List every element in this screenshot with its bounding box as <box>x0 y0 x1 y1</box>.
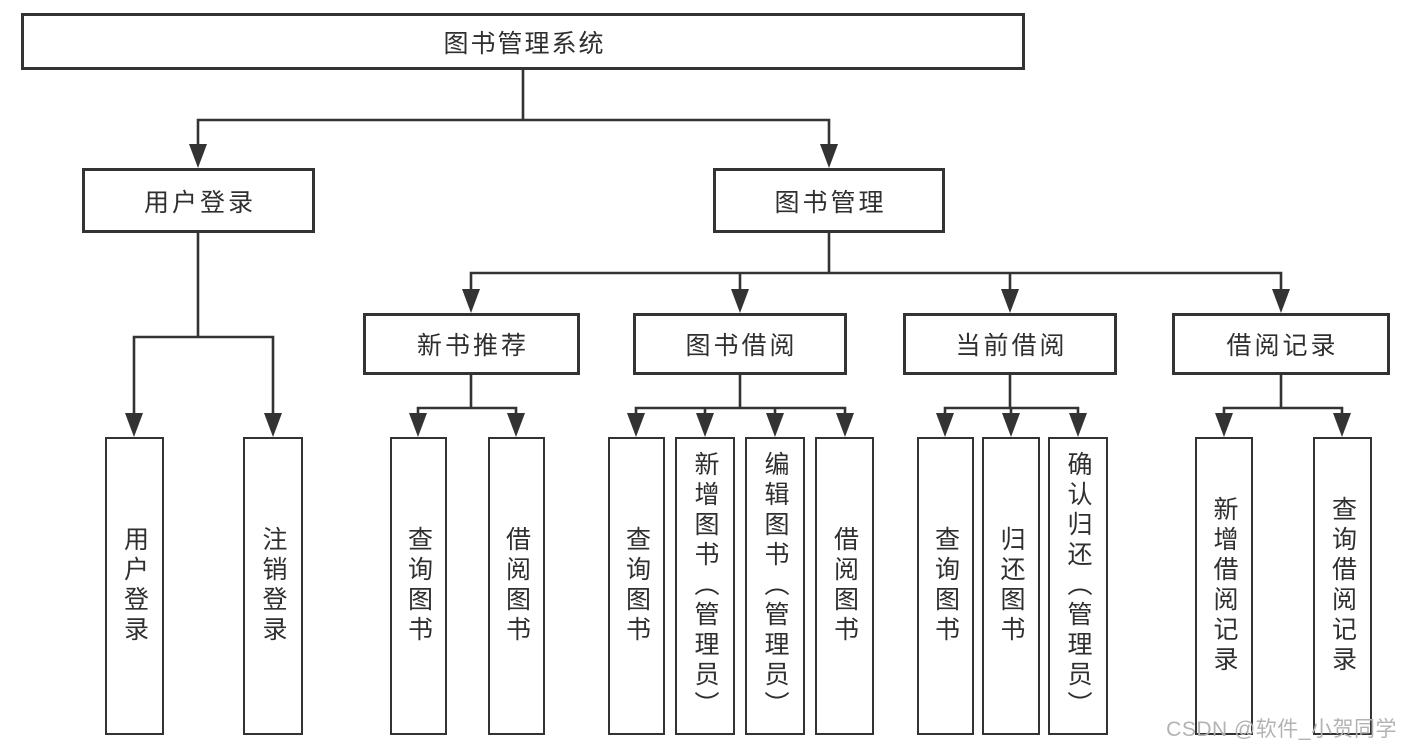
node-borrowing-records: 借阅记录 <box>1172 313 1390 375</box>
leaf-add-borrow-record: 新增借阅记录 <box>1195 437 1253 735</box>
csdn-watermark: CSDN @软件_小贺同学 <box>1166 718 1397 741</box>
leaf-query-books-current: 查询图书 <box>917 437 974 735</box>
node-library-management-system: 图书管理系统 <box>21 13 1025 70</box>
node-new-book-recommendation: 新书推荐 <box>363 313 580 375</box>
node-user-login: 用户登录 <box>82 168 315 233</box>
leaf-return-books: 归还图书 <box>982 437 1040 735</box>
leaf-user-login: 用户登录 <box>105 437 164 735</box>
leaf-edit-books-admin: 编辑图书（管理员） <box>745 437 805 735</box>
leaf-confirm-return-admin: 确认归还（管理员） <box>1048 437 1108 735</box>
leaf-add-books-admin: 新增图书（管理员） <box>675 437 735 735</box>
leaf-query-books-borrowing: 查询图书 <box>608 437 665 735</box>
node-book-borrowing: 图书借阅 <box>633 313 847 375</box>
node-book-management: 图书管理 <box>713 168 945 233</box>
leaf-logout: 注销登录 <box>243 437 303 735</box>
leaf-borrow-books-borrowing: 借阅图书 <box>815 437 874 735</box>
leaf-query-borrow-record: 查询借阅记录 <box>1313 437 1372 735</box>
leaf-borrow-books-recommend: 借阅图书 <box>488 437 545 735</box>
leaf-query-books-recommend: 查询图书 <box>390 437 447 735</box>
node-current-borrowing: 当前借阅 <box>903 313 1117 375</box>
